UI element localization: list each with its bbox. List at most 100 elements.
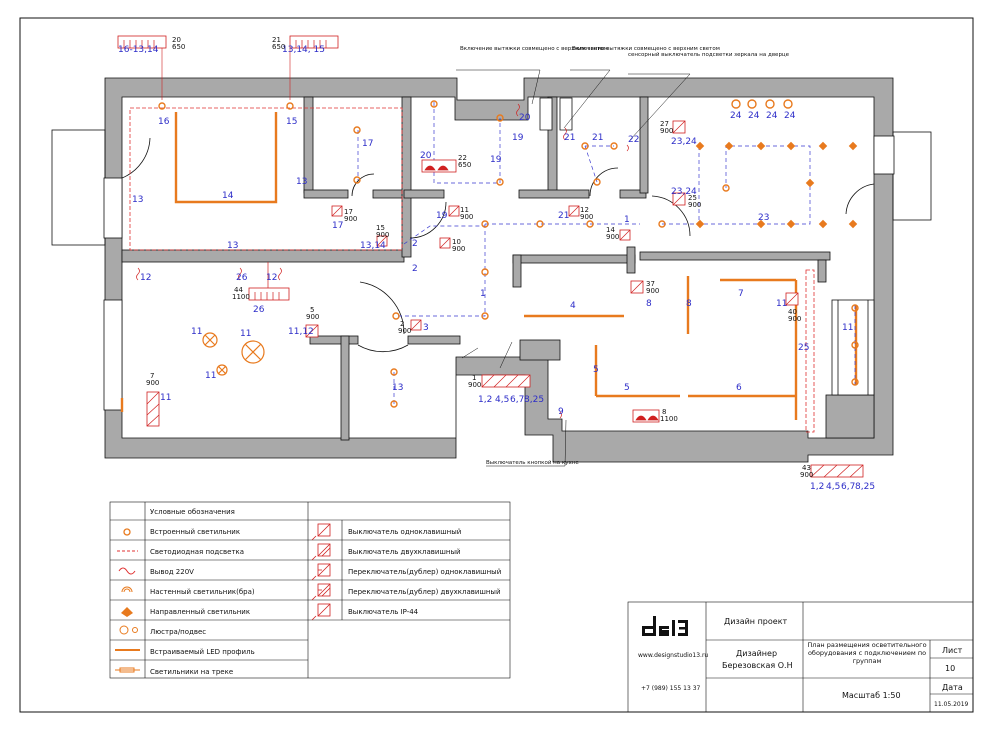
group-number: 13 bbox=[392, 383, 403, 393]
group-number: 11 bbox=[205, 371, 216, 381]
group-number: 4 bbox=[570, 301, 576, 311]
sheet-title: План размещения осветительного оборудова… bbox=[807, 641, 926, 665]
recessed-light bbox=[581, 142, 589, 150]
group-numbers: 16 15 13 13 13 14 17 17 20 19 20 19 21 2… bbox=[118, 45, 875, 492]
group-number: 1 bbox=[624, 215, 630, 225]
recessed-light bbox=[286, 102, 294, 110]
group-number: 13 bbox=[132, 195, 143, 205]
switch-single-icon bbox=[317, 523, 331, 537]
group-number: 21 bbox=[592, 133, 603, 143]
group-number: 6 bbox=[736, 383, 742, 393]
recessed-light bbox=[481, 220, 489, 228]
group-number: 11,12 bbox=[288, 327, 314, 337]
group-number: 24 bbox=[748, 111, 760, 121]
group-number: 11 bbox=[842, 323, 853, 333]
wall-sconce-icon bbox=[121, 586, 133, 593]
wall-wc2-top bbox=[407, 335, 461, 345]
group-number: 24 bbox=[766, 111, 778, 121]
wall-bedroom2-left bbox=[639, 96, 649, 194]
date-label: Дата bbox=[942, 683, 963, 692]
chandeliers bbox=[202, 332, 265, 376]
group-number: 4,5 bbox=[826, 482, 840, 492]
chandelier-icon bbox=[119, 625, 129, 635]
recessed-lights bbox=[158, 99, 859, 408]
studio-phone: +7 (989) 155 13 37 bbox=[641, 685, 701, 692]
group-number: 17 bbox=[362, 139, 373, 149]
title-block bbox=[627, 601, 974, 713]
switch-double-icon bbox=[317, 543, 331, 557]
project-label: Дизайн проект bbox=[724, 617, 788, 626]
group-number: 13 bbox=[296, 177, 307, 187]
group-number: 13,14, 15 bbox=[282, 45, 325, 55]
group-number: 15 bbox=[286, 117, 297, 127]
group-number: 11 bbox=[776, 299, 787, 309]
outer-wall bbox=[104, 77, 894, 463]
group-number: 19 bbox=[436, 211, 448, 221]
group-number: 21 bbox=[558, 211, 569, 221]
wall-bath-wc-bottom bbox=[518, 189, 590, 199]
recessed-light bbox=[496, 178, 504, 186]
group-number: 20 bbox=[420, 151, 432, 161]
group-number: 1,2 bbox=[478, 395, 492, 405]
group-number: 12 bbox=[140, 273, 151, 283]
group-number: 22 bbox=[628, 135, 639, 145]
legend-title: Условные обозначения bbox=[150, 508, 235, 516]
group-number: 8,25 bbox=[855, 482, 875, 492]
legend-label: Встраиваемый LED профиль bbox=[150, 648, 255, 656]
group-number: 5 bbox=[624, 383, 630, 393]
group-number: 11 bbox=[160, 393, 171, 403]
wall-dressing-bottom-a bbox=[303, 189, 349, 199]
group-number: 2 bbox=[412, 239, 418, 249]
group-number: 8,25 bbox=[524, 395, 544, 405]
recessed-light bbox=[158, 102, 166, 110]
legend-label: Выключатель двухклавишный bbox=[348, 548, 461, 556]
note-hood-2: Включение вытяжки совмещено с верхним св… bbox=[572, 46, 720, 52]
legend-label: Вывод 220V bbox=[150, 568, 194, 576]
group-number: 11 bbox=[191, 327, 202, 337]
recessed-light bbox=[536, 220, 544, 228]
studio-logo bbox=[642, 616, 688, 636]
group-number: 25 bbox=[798, 343, 809, 353]
group-number: 16-13,14 bbox=[118, 45, 159, 55]
designer-name: Березовская О.Н bbox=[722, 661, 793, 670]
recessed-light bbox=[353, 126, 361, 134]
studio-website: www.designstudio13.ru bbox=[638, 652, 708, 659]
legend-label: Выключатель IP-44 bbox=[348, 608, 419, 616]
wall-wc2-left bbox=[340, 335, 350, 441]
recessed-light bbox=[390, 400, 398, 408]
group-number: 8 bbox=[646, 299, 652, 309]
group-number: 13,14 bbox=[360, 241, 386, 251]
group-number: 14 bbox=[222, 191, 234, 201]
legend-label: Светодиодная подсветка bbox=[150, 548, 244, 556]
legend-icons bbox=[115, 523, 331, 673]
sheet-number: 10 bbox=[945, 664, 955, 673]
group-number: 24 bbox=[784, 111, 796, 121]
recessed-light bbox=[481, 268, 489, 276]
directional-lights bbox=[695, 141, 858, 229]
group-number: 20 bbox=[519, 113, 531, 123]
wall-loggia-corner bbox=[825, 394, 875, 439]
wall-dressing-bottom-b bbox=[372, 189, 407, 199]
group-number: 19 bbox=[490, 155, 502, 165]
group-number: 2 bbox=[412, 264, 418, 274]
group-number: 23,24 bbox=[671, 137, 697, 147]
group-number: 26 bbox=[236, 273, 248, 283]
wall-corridor-stub bbox=[626, 246, 636, 274]
outlet-220-icon bbox=[118, 567, 136, 575]
recessed-light bbox=[851, 304, 859, 312]
balcony-left bbox=[51, 129, 106, 246]
scale-label: Масштаб 1:50 bbox=[842, 691, 901, 700]
